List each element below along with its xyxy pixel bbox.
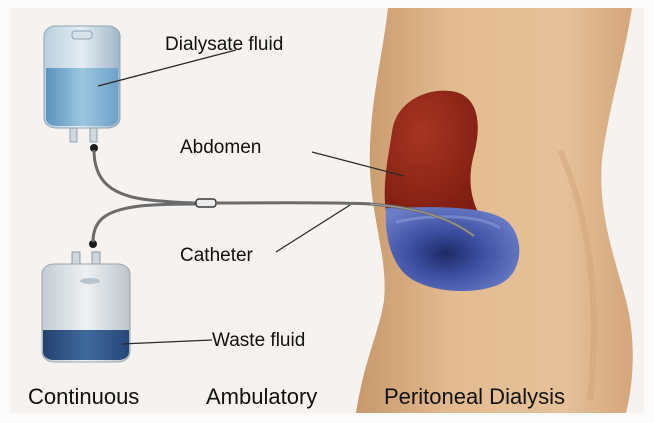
dialysate-bag (44, 26, 120, 142)
label-catheter: Catheter (180, 245, 254, 266)
caption-peritoneal-dialysis: Peritoneal Dialysis (384, 384, 565, 409)
waste-bag (42, 252, 130, 362)
caption-continuous: Continuous (28, 384, 139, 409)
label-waste-fluid: Waste fluid (212, 330, 305, 351)
label-dialysate-fluid: Dialysate fluid (165, 34, 283, 55)
y-connector (196, 199, 216, 207)
label-abdomen: Abdomen (180, 137, 261, 158)
caption-ambulatory: Ambulatory (206, 384, 317, 409)
